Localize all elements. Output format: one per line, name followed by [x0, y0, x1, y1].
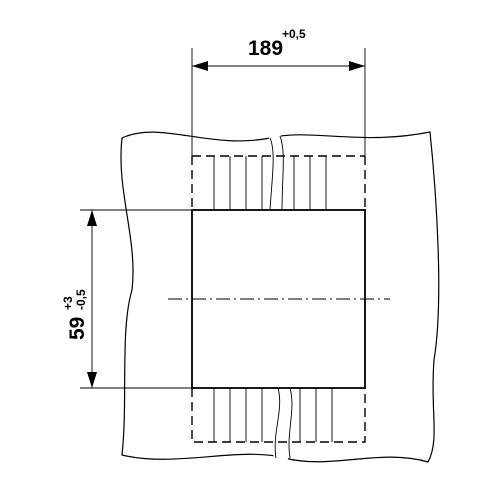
- height-tolerance-lower: -0,5: [74, 289, 88, 310]
- slats-lower: [213, 388, 333, 442]
- width-arrow-left: [192, 61, 208, 71]
- device-hidden-bottom: [191, 388, 366, 443]
- slats-upper: [213, 156, 327, 210]
- break-gap: [268, 134, 285, 210]
- panel-outline: [120, 131, 440, 463]
- height-arrow-top: [87, 210, 97, 226]
- break-line-lower-left: [274, 387, 281, 459]
- break-line-upper-right: [279, 135, 284, 211]
- width-value: 189: [248, 37, 283, 60]
- break-gap-lower: [273, 388, 292, 460]
- width-arrow-right: [349, 61, 365, 71]
- height-value: 59: [66, 317, 89, 340]
- break-line-lower-right: [288, 387, 293, 459]
- break-line-upper-left: [269, 137, 274, 211]
- width-tolerance: +0,5: [282, 27, 306, 41]
- device-hidden-top: [191, 155, 366, 210]
- height-tolerance-upper: +3: [61, 296, 75, 310]
- height-arrow-bottom: [87, 372, 97, 388]
